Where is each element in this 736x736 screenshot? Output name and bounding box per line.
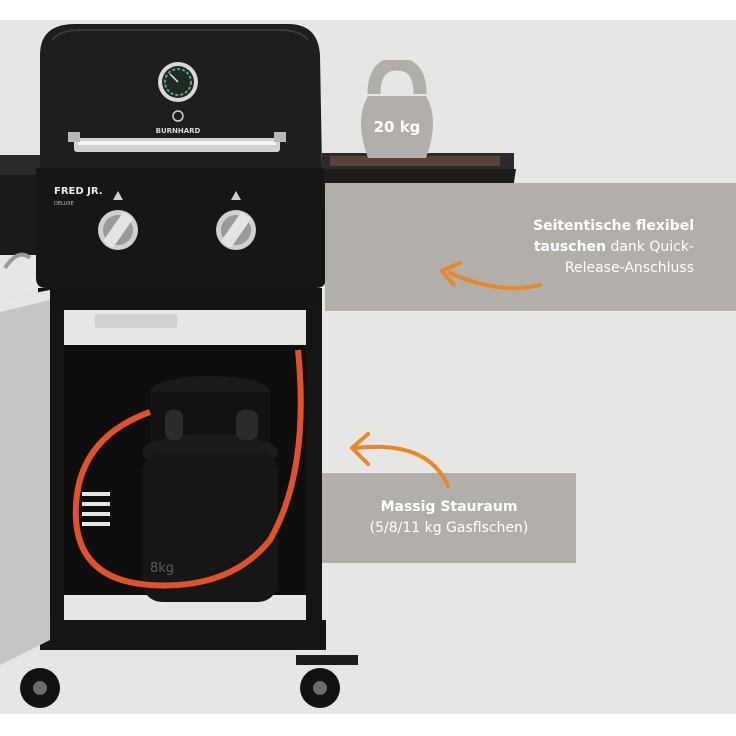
side-table-callout: Seitentische flexibel tauschen dank Quic… [325, 183, 736, 311]
grill-lid [40, 24, 322, 168]
side-table-callout-line2-bold: tauschen [533, 238, 606, 255]
side-table-callout-line3: Release-Anschluss [564, 259, 694, 276]
side-table-callout-line2-rest: dank Quick- [606, 238, 694, 255]
weight-label: 20 kg [373, 118, 421, 136]
left-side-shelf [0, 155, 42, 270]
storage-callout: Massig Stauraum (5/8/11 kg Gasflschen) [322, 473, 576, 563]
gas-hose [72, 349, 304, 589]
side-table-arrow-icon [440, 261, 542, 291]
storage-callout-title: Massig Stauraum [380, 499, 518, 515]
side-table-callout-line1: Seitentische flexibel [532, 217, 694, 234]
storage-arrow-icon [350, 432, 450, 488]
edition-label: DELUXE [54, 201, 74, 207]
brand-logo-text: BURNHARD [156, 127, 201, 135]
cabinet-door [0, 290, 50, 665]
storage-callout-subtitle: (5/8/11 kg Gasflschen) [369, 520, 529, 536]
kettlebell-icon [361, 60, 433, 158]
wheels [20, 655, 358, 708]
tank-capacity-label: 8kg [150, 561, 174, 576]
control-panel [36, 168, 326, 288]
model-label: FRED JR. [54, 186, 103, 197]
